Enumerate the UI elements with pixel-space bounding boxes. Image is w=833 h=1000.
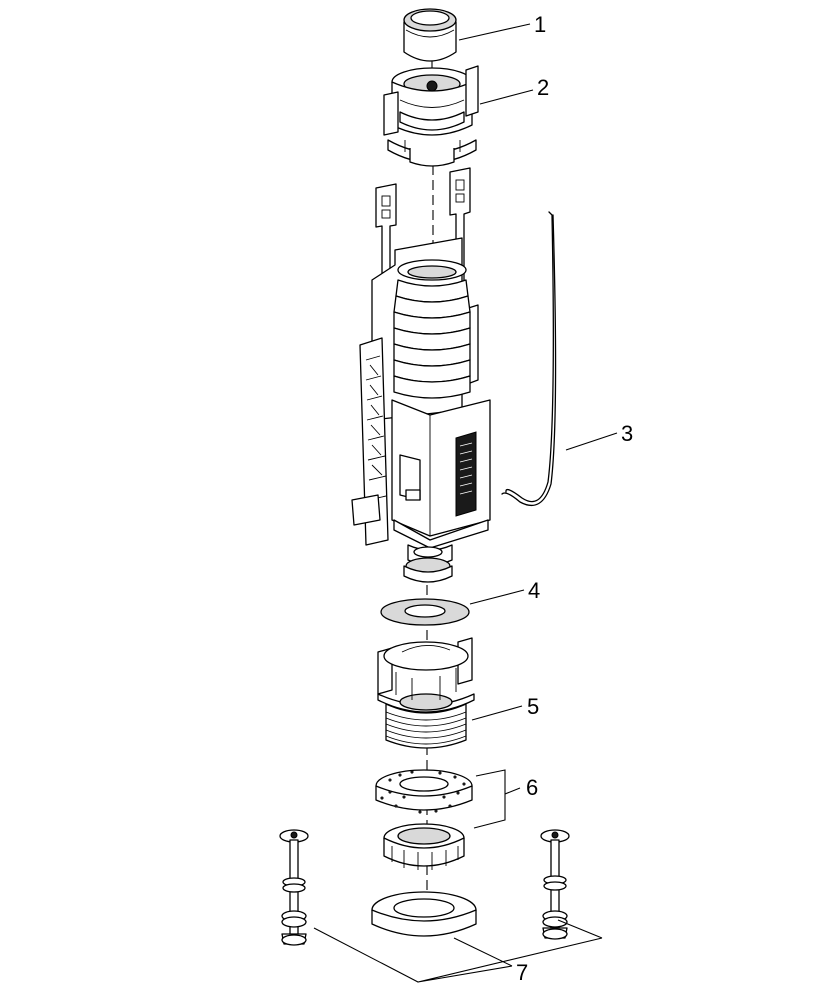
part-7-right-bolt	[540, 829, 570, 940]
callout-6: 6	[526, 775, 538, 800]
leader-7	[313, 919, 603, 983]
leader-5	[471, 705, 523, 721]
part-1-push-button	[403, 8, 457, 62]
part-7-gasket	[371, 891, 477, 937]
part-3-cable	[501, 211, 557, 507]
part-6-seal-and-nut	[375, 769, 473, 870]
callout-4: 4	[528, 578, 540, 603]
seal-dots	[380, 770, 466, 814]
bellows-rings	[393, 279, 471, 399]
callout-3: 3	[621, 421, 633, 446]
part-7-left-bolt	[279, 829, 309, 946]
callout-1: 1	[534, 12, 546, 37]
callout-7: 7	[516, 960, 528, 985]
part-4-washer	[380, 598, 470, 626]
leader-1	[458, 23, 531, 41]
part-2-head-cage	[383, 65, 479, 167]
callout-2: 2	[537, 75, 549, 100]
callout-labels: 1 2 3 4 5 6 7	[516, 12, 633, 985]
part-5-threaded-base	[377, 637, 475, 749]
callout-5: 5	[527, 694, 539, 719]
leader-lines	[313, 23, 618, 983]
main-valve-body	[351, 167, 491, 583]
leader-3	[565, 432, 618, 451]
leader-6	[473, 769, 521, 829]
leader-2	[479, 89, 534, 105]
leader-4	[469, 589, 525, 605]
